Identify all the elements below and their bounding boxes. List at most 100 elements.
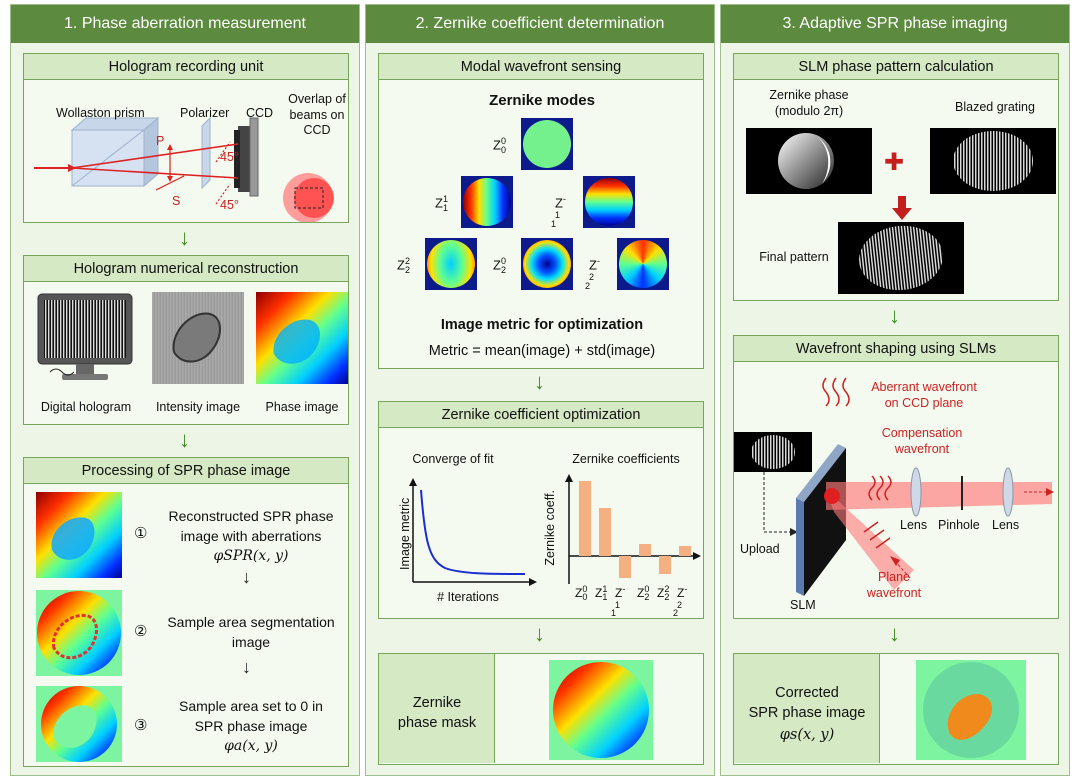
- mode-label-z11: Z11: [435, 194, 448, 213]
- step-2-number: ②: [134, 623, 148, 640]
- mode-label-z00: Z00: [493, 136, 506, 155]
- box-title: Hologram numerical reconstruction: [24, 256, 348, 282]
- zernike-phase-modulo-image: [746, 128, 872, 194]
- aberrant-wavefront-icon: [822, 377, 850, 407]
- column-zernike-coefficients: 2. Zernike coefficient determination Mod…: [365, 4, 715, 776]
- coefficient-bar: [619, 556, 631, 578]
- step-3-formula: φa(x, y): [224, 738, 278, 754]
- column-title: 2. Zernike coefficient determination: [366, 5, 714, 43]
- step-3-line-2: SPR phase image: [194, 718, 308, 734]
- column-title: 1. Phase aberration measurement: [11, 5, 359, 43]
- reconstruction-box: Hologram numerical reconstruction Digita…: [23, 255, 349, 425]
- box-title: Zernike coefficient optimization: [379, 402, 703, 428]
- optimization-box: Zernike coefficient optimization Converg…: [378, 401, 704, 619]
- polarizer-label: Polarizer: [180, 106, 230, 120]
- zernike-phase-label-2: (modulo 2π): [774, 104, 844, 118]
- wollaston-label: Wollaston prism: [56, 106, 145, 120]
- column-phase-aberration: 1. Phase aberration measurement Hologram…: [10, 4, 360, 776]
- zernike-mode-z1m1: [583, 176, 635, 228]
- processing-box: Processing of SPR phase image ① Reconstr…: [23, 457, 349, 767]
- sample-area-zero-image: [36, 686, 122, 762]
- step-3-line-1: Sample area set to 0 in: [179, 698, 323, 714]
- intensity-image-label: Intensity image: [155, 400, 241, 414]
- final-pattern-image: [838, 222, 964, 294]
- pinhole-label: Pinhole: [938, 518, 980, 532]
- coefficient-bar: [659, 556, 671, 574]
- coefficient-bar: [579, 481, 591, 556]
- phase-mask-box: Zernike phase mask: [378, 653, 704, 765]
- down-arrow-icon: ↓: [534, 369, 545, 394]
- aberrant-label-2: on CCD plane: [884, 396, 964, 410]
- mode-label-z1m1: Z-11: [551, 194, 566, 230]
- corrected-spr-image: [916, 660, 1026, 760]
- down-arrow-icon: ↓: [534, 621, 545, 646]
- hologram-recording-box: Hologram recording unit: [23, 53, 349, 223]
- down-arrow-icon: ↓: [242, 567, 251, 587]
- p-label: P: [156, 134, 165, 148]
- step-1-line-1: Reconstructed SPR phase: [168, 508, 334, 524]
- box-title: Modal wavefront sensing: [379, 54, 703, 80]
- lens-2-label: Lens: [992, 518, 1020, 532]
- cat-z22: Z22: [657, 584, 670, 603]
- plane-label-1: Plane: [878, 570, 910, 584]
- metric-title: Image metric for optimization: [440, 317, 644, 333]
- cat-z00: Z00: [575, 584, 588, 603]
- mode-label-z20: Z02: [493, 256, 506, 275]
- down-arrow-icon: ↓: [242, 657, 251, 677]
- corrected-label-panel: [734, 654, 880, 763]
- upload-label: Upload: [740, 542, 780, 556]
- wavefront-shaping-box: Wavefront shaping using SLMs Aberrant wa…: [733, 335, 1059, 619]
- metric-formula: Metric = mean(image) + std(image): [428, 343, 656, 359]
- spr-phase-image-aberrations: [36, 492, 122, 578]
- cat-z20: Z02: [637, 584, 650, 603]
- coeffs-title: Zernike coefficients: [572, 452, 680, 466]
- phase-image: [256, 292, 348, 384]
- slm-label: SLM: [790, 598, 816, 612]
- box-title: Wavefront shaping using SLMs: [734, 336, 1058, 362]
- convergence-plot: [409, 478, 537, 586]
- coefficient-bar: [639, 544, 651, 556]
- angle-bottom-label: 45°: [220, 198, 239, 212]
- box-title: SLM phase pattern calculation: [734, 54, 1058, 80]
- y-axis-label-image-metric: Image metric: [398, 497, 413, 570]
- aberrant-label-1: Aberrant wavefront: [871, 380, 977, 394]
- down-arrow-icon: ↓: [179, 225, 190, 250]
- lens-1-label: Lens: [900, 518, 928, 532]
- step-1-formula: φSPR(x, y): [213, 548, 289, 564]
- column-title: 3. Adaptive SPR phase imaging: [721, 5, 1069, 43]
- column-adaptive-imaging: 3. Adaptive SPR phase imaging SLM phase …: [720, 4, 1070, 776]
- overlap-label: Overlap of beams on CCD: [288, 92, 346, 138]
- phase-image-label: Phase image: [265, 400, 339, 414]
- compensation-label-2: wavefront: [894, 442, 950, 456]
- down-arrow-icon: ↓: [179, 427, 190, 452]
- step-1-line-2: image with aberrations: [180, 528, 322, 544]
- zernike-mode-z20: [521, 238, 573, 290]
- phase-mask-label-panel: [379, 654, 495, 763]
- s-label: S: [172, 194, 181, 208]
- coefficient-bar: [599, 508, 611, 556]
- down-arrow-icon: ↓: [889, 303, 900, 328]
- blazed-grating-image: [930, 128, 1056, 194]
- zernike-phase-mask-image: [549, 660, 653, 760]
- bar-category-labels: Z00 Z11 Z-11 Z02 Z22 Z-22: [575, 584, 705, 618]
- final-pattern-label: Final pattern: [759, 250, 829, 264]
- step-1-number: ①: [134, 525, 148, 542]
- intensity-image: [152, 292, 244, 384]
- hologram-setup-diagram: [34, 116, 334, 222]
- down-arrow-red-icon: [892, 196, 912, 220]
- ccd-label: CCD: [246, 106, 274, 120]
- mode-label-z2m2: Z-22: [585, 256, 600, 292]
- mode-label-z22: Z22: [397, 256, 410, 275]
- phase-mask-label-2: phase mask: [397, 715, 477, 731]
- segmentation-image: [36, 590, 122, 676]
- digital-hologram-label: Digital hologram: [40, 400, 132, 414]
- corrected-label-2: SPR phase image: [748, 705, 866, 721]
- corrected-label-1: Corrected: [775, 685, 839, 701]
- box-title: Processing of SPR phase image: [24, 458, 348, 484]
- step-2-line-1: Sample area segmentation: [167, 614, 335, 630]
- slm-calc-box: SLM phase pattern calculation Zernike ph…: [733, 53, 1059, 301]
- zernike-mode-z22: [425, 238, 477, 290]
- box-title: Hologram recording unit: [24, 54, 348, 80]
- cat-z2m2: Z-22: [673, 584, 688, 619]
- step-3-number: ③: [134, 717, 148, 734]
